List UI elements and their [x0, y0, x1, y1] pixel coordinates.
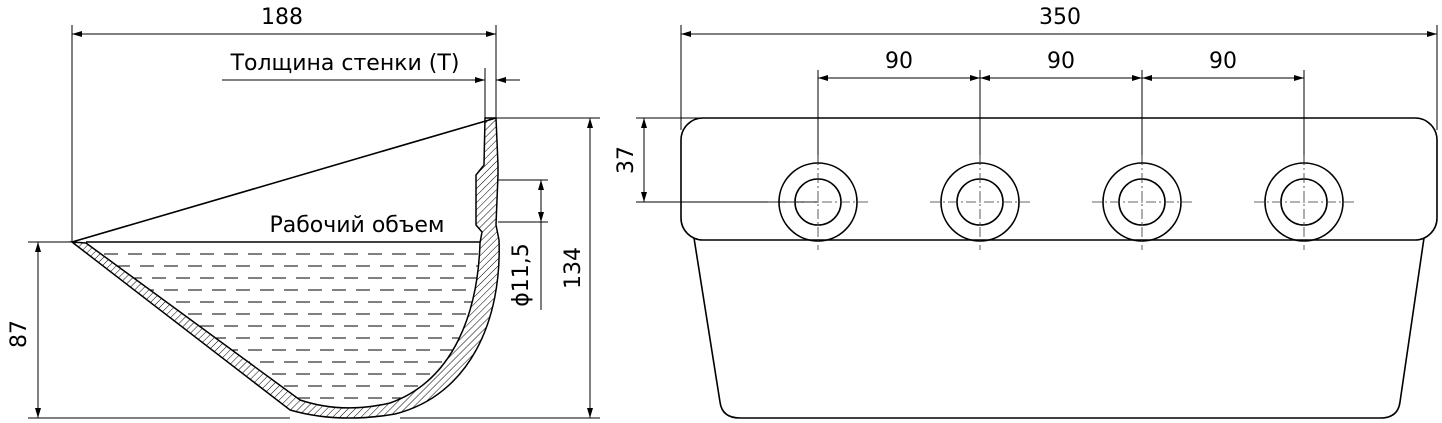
dimension-pitch: 90 90 90 — [817, 49, 1305, 165]
pitch-3-label: 90 — [1209, 49, 1237, 74]
side-view: 188 Толщина стенки (Т) — [7, 5, 600, 419]
dimension-offset-37: 37 — [614, 117, 818, 203]
dimension-height-134: 134 — [400, 117, 600, 419]
wall-thickness-label: Толщина стенки (Т) — [230, 51, 460, 76]
bucket-profile: Рабочий объем — [69, 117, 500, 419]
dimension-height-87: 87 — [7, 241, 290, 419]
pitch-1-label: 90 — [885, 49, 913, 74]
working-volume-label: Рабочий объем — [269, 213, 444, 238]
dimension-width-350: 350 — [680, 5, 1438, 130]
dimension-wall-thickness: Толщина стенки (Т) — [222, 51, 520, 125]
liquid-fill — [86, 253, 480, 399]
dimension-width-188: 188 — [71, 5, 497, 242]
bolt-hole — [768, 155, 868, 250]
hole-offset-label: 37 — [614, 146, 639, 174]
total-width-label: 350 — [1039, 5, 1081, 30]
total-height-label: 134 — [561, 247, 586, 289]
hole-diameter-label: ϕ11,5 — [509, 243, 534, 307]
fill-height-label: 87 — [7, 320, 32, 348]
bucket-front-body — [693, 237, 1425, 419]
bolt-holes — [768, 155, 1354, 250]
bolt-hole — [1254, 155, 1354, 250]
bolt-hole — [1092, 155, 1192, 250]
bolt-hole — [930, 155, 1030, 250]
dimension-hole-diameter: ϕ11,5 — [498, 179, 548, 310]
front-view: 350 90 90 90 37 — [614, 5, 1438, 419]
dim-width-label: 188 — [261, 5, 303, 30]
pitch-2-label: 90 — [1047, 49, 1075, 74]
mounting-plate — [680, 117, 1438, 241]
